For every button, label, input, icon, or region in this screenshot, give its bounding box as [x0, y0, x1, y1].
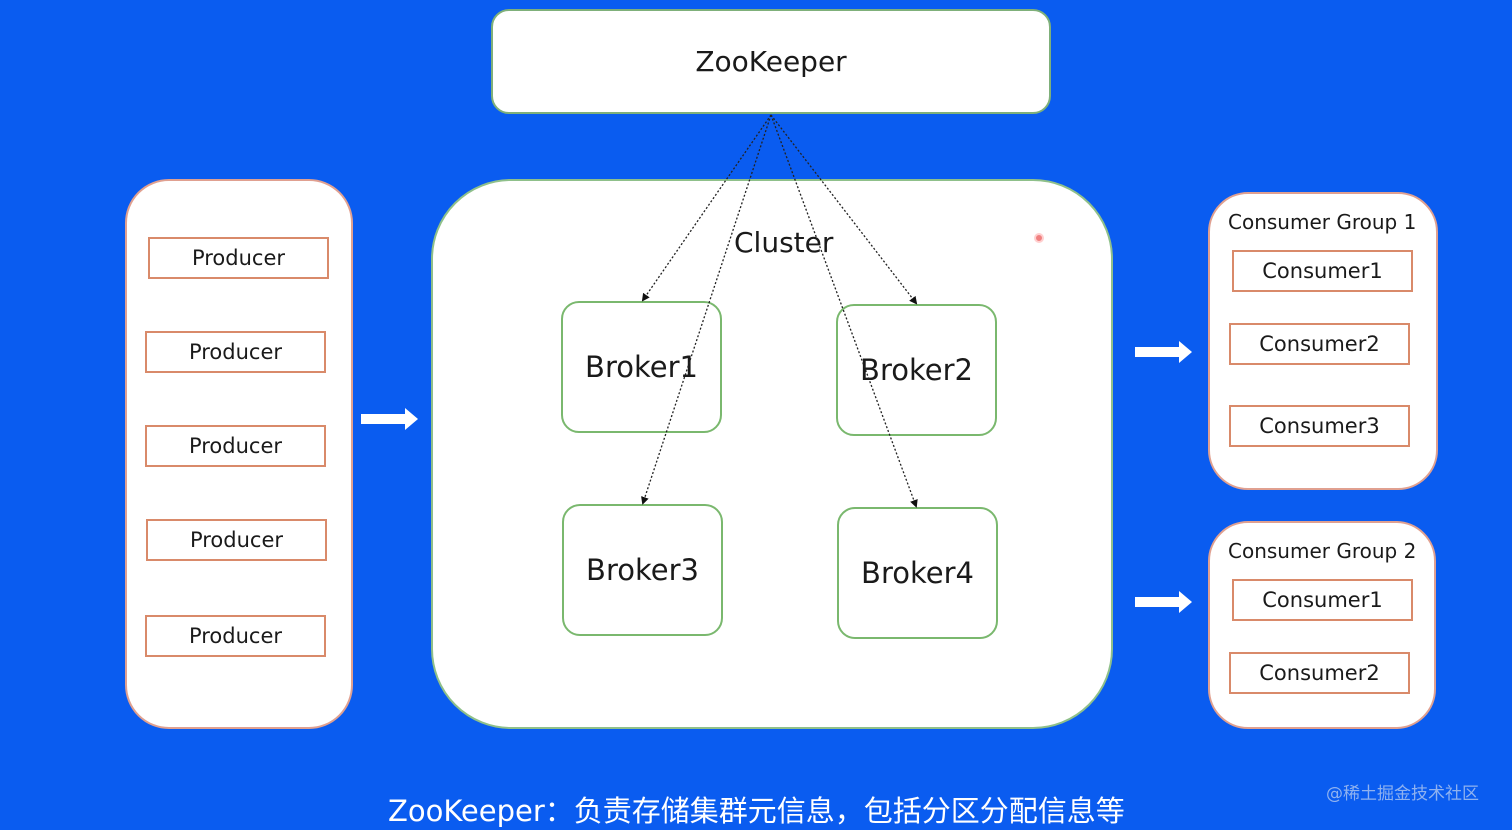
cluster-to-group1-arrow	[1135, 341, 1192, 363]
producer-box: Producer	[148, 237, 329, 279]
producer-box: Producer	[145, 425, 326, 467]
cluster-to-group2-arrow	[1135, 591, 1192, 613]
consumer-box: Consumer1	[1232, 579, 1413, 621]
zookeeper-label: ZooKeeper	[695, 45, 847, 78]
broker-box: Broker1	[561, 301, 722, 433]
cursor-dot	[1034, 233, 1044, 243]
consumer-box: Consumer2	[1229, 323, 1410, 365]
watermark: @稀土掘金技术社区	[1326, 784, 1479, 804]
broker-box: Broker3	[562, 504, 723, 636]
consumer-box: Consumer3	[1229, 405, 1410, 447]
broker-box: Broker2	[836, 304, 997, 436]
zookeeper-box: ZooKeeper	[491, 9, 1051, 114]
producer-box: Producer	[146, 519, 327, 561]
cluster-label: Cluster	[734, 226, 834, 259]
consumer-box: Consumer2	[1229, 652, 1410, 694]
cluster-panel	[431, 179, 1113, 729]
producer-box: Producer	[145, 331, 326, 373]
broker-box: Broker4	[837, 507, 998, 639]
consumer-group-2-title: Consumer Group 2	[1228, 539, 1417, 563]
producer-box: Producer	[145, 615, 326, 657]
caption-text: ZooKeeper：负责存储集群元信息，包括分区分配信息等	[388, 794, 1125, 828]
producer-to-cluster-arrow	[361, 408, 418, 430]
consumer-box: Consumer1	[1232, 250, 1413, 292]
consumer-group-1-title: Consumer Group 1	[1228, 210, 1417, 234]
consumer-group-2-panel	[1208, 521, 1436, 729]
